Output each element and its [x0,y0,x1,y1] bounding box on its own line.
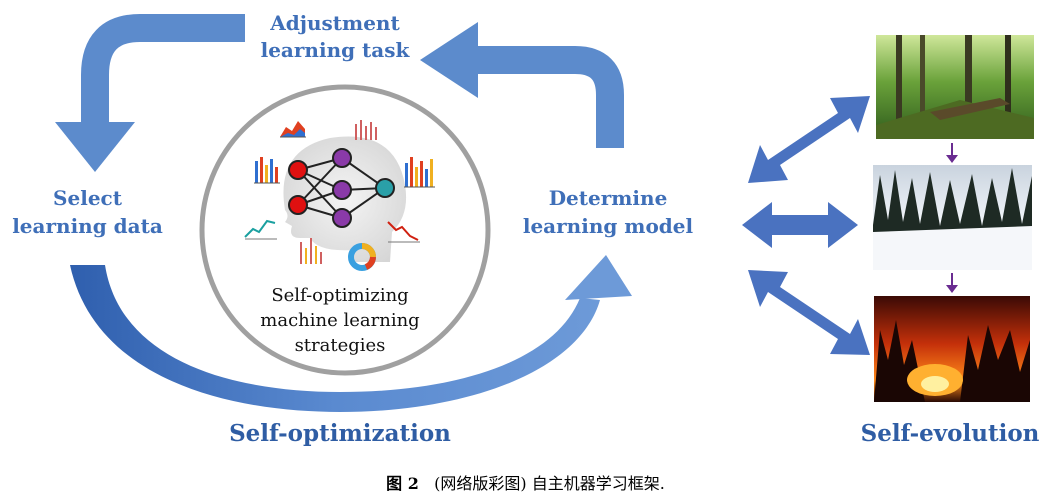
brain-network-icon [283,136,407,262]
purple-arrow-1 [946,143,958,163]
center-line3: strategies [294,335,386,356]
bar-chart-icon [355,120,377,140]
fire-image [874,296,1030,402]
line-chart-icon [244,219,277,240]
bar-chart-icon [300,238,322,264]
select-label-line1: Select [53,186,122,210]
loop-arrow-top-right [420,22,624,148]
double-arrow-snow [742,202,858,248]
donut-chart-icon [348,243,376,271]
figure-caption-text: (网络版彩图) 自主机器学习框架. [434,474,665,493]
adjustment-label-line1: Adjustment [270,11,400,35]
center-strategy-text: Self-optimizing machine learning strateg… [240,283,440,358]
bar-chart-icon [404,157,435,188]
double-arrow-forest [748,96,870,183]
purple-arrow-2 [946,273,958,293]
self-evolution-label: Self-evolution [860,420,1040,447]
double-arrow-fire [748,270,870,355]
self-optimization-label: Self-optimization [229,420,451,447]
center-line2: machine learning [260,310,420,331]
bar-chart-icon [254,157,280,184]
determine-label-line2: learning model [522,214,694,238]
center-line1: Self-optimizing [271,285,409,306]
bar-chart-icon [280,121,306,138]
select-label-line2: learning data [12,214,163,238]
sweep-arrow-bottom [70,255,632,412]
determine-model-label: Determine learning model [518,184,698,240]
forest-image [876,35,1034,139]
adjustment-label: Adjustment learning task [255,10,415,64]
line-chart-icon [387,221,420,243]
figure-caption: 图 2 (网络版彩图) 自主机器学习框架. [0,470,1051,494]
adjustment-label-line2: learning task [260,38,410,62]
select-data-label: Select learning data [0,184,175,240]
determine-label-line1: Determine [548,186,668,210]
loop-arrow-top-left [55,14,245,172]
snow-image [873,165,1032,270]
figure-number: 图 2 [386,474,419,493]
